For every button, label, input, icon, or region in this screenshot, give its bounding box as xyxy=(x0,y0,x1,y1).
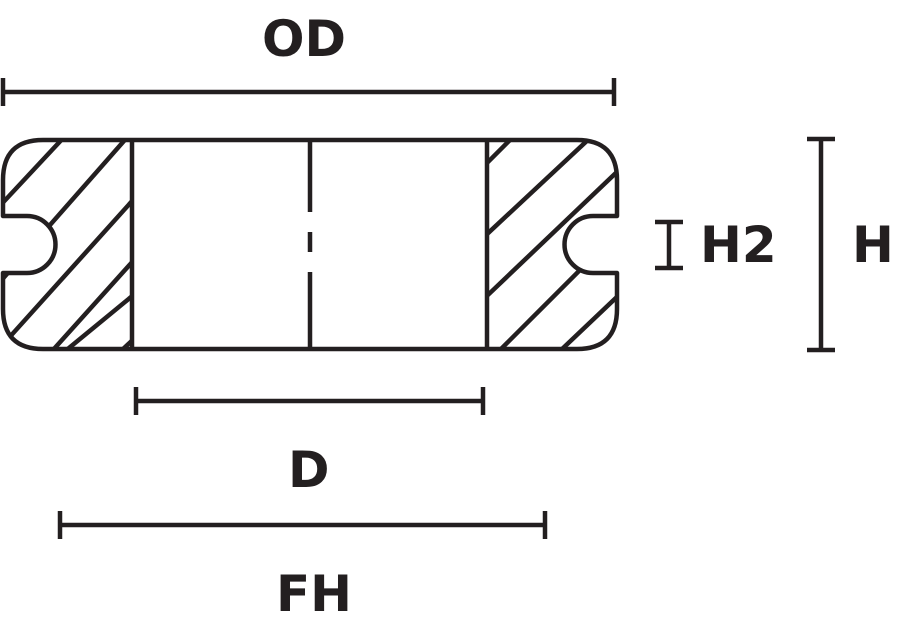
od-label: OD xyxy=(262,10,347,68)
h2-label: H2 xyxy=(700,216,777,274)
left-wall-hatching xyxy=(3,140,132,349)
fh-dimension-line xyxy=(57,511,548,539)
h2-dimension-line xyxy=(655,219,683,271)
outer-profile-outline xyxy=(0,137,620,352)
fh-label: FH xyxy=(276,565,353,623)
d-dimension-line xyxy=(133,387,486,415)
h-dimension-line xyxy=(807,136,835,353)
od-dimension-line xyxy=(0,78,617,106)
d-label: D xyxy=(288,441,330,499)
h-label: H xyxy=(852,216,894,274)
